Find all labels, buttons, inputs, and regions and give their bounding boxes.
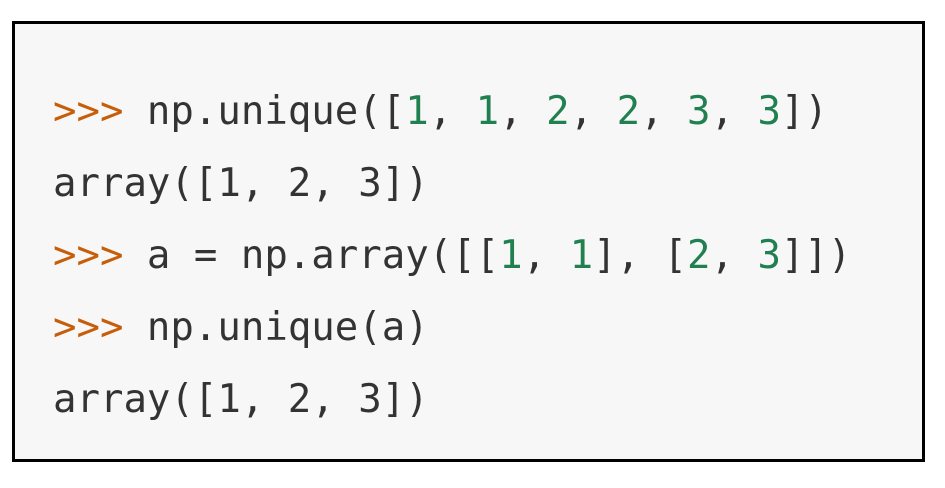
code-token: ])	[780, 89, 828, 134]
number-literal: 2	[687, 233, 711, 278]
code-listing: >>> np.unique([1, 1, 2, 2, 3, 3])array([…	[53, 76, 851, 436]
number-literal: 1	[499, 233, 523, 278]
code-token: ,	[522, 233, 570, 278]
code-token: a = np.array([[	[123, 233, 500, 278]
code-token: ,	[499, 89, 547, 134]
number-literal: 1	[405, 89, 429, 134]
prompt-marker: >>>	[53, 233, 124, 278]
code-line-5: array([1, 2, 3])	[53, 364, 851, 436]
output-text: array([1, 2, 3])	[53, 161, 429, 206]
number-literal: 2	[616, 89, 641, 134]
prompt-marker: >>>	[53, 89, 124, 134]
number-literal: 3	[687, 89, 711, 134]
code-token: ,	[569, 89, 617, 134]
number-literal: 2	[546, 89, 570, 134]
code-token: ]])	[780, 233, 852, 278]
prompt-marker: >>>	[53, 305, 124, 350]
code-line-2: array([1, 2, 3])	[53, 148, 851, 220]
code-token: np.unique(a)	[123, 305, 429, 350]
number-literal: 3	[757, 89, 781, 134]
output-text: array([1, 2, 3])	[53, 377, 429, 422]
number-literal: 1	[569, 233, 594, 278]
number-literal: 1	[475, 89, 500, 134]
code-token: ,	[428, 89, 476, 134]
code-token: np.unique([	[123, 89, 406, 134]
code-line-4: >>> np.unique(a)	[53, 292, 851, 364]
code-token: ,	[710, 233, 758, 278]
code-block: >>> np.unique([1, 1, 2, 2, 3, 3])array([…	[12, 21, 925, 462]
code-token: ,	[710, 89, 758, 134]
code-token: ,	[640, 89, 688, 134]
code-line-3: >>> a = np.array([[1, 1], [2, 3]])	[53, 220, 851, 292]
code-token: ], [	[593, 233, 687, 278]
code-line-1: >>> np.unique([1, 1, 2, 2, 3, 3])	[53, 76, 851, 148]
number-literal: 3	[757, 233, 781, 278]
